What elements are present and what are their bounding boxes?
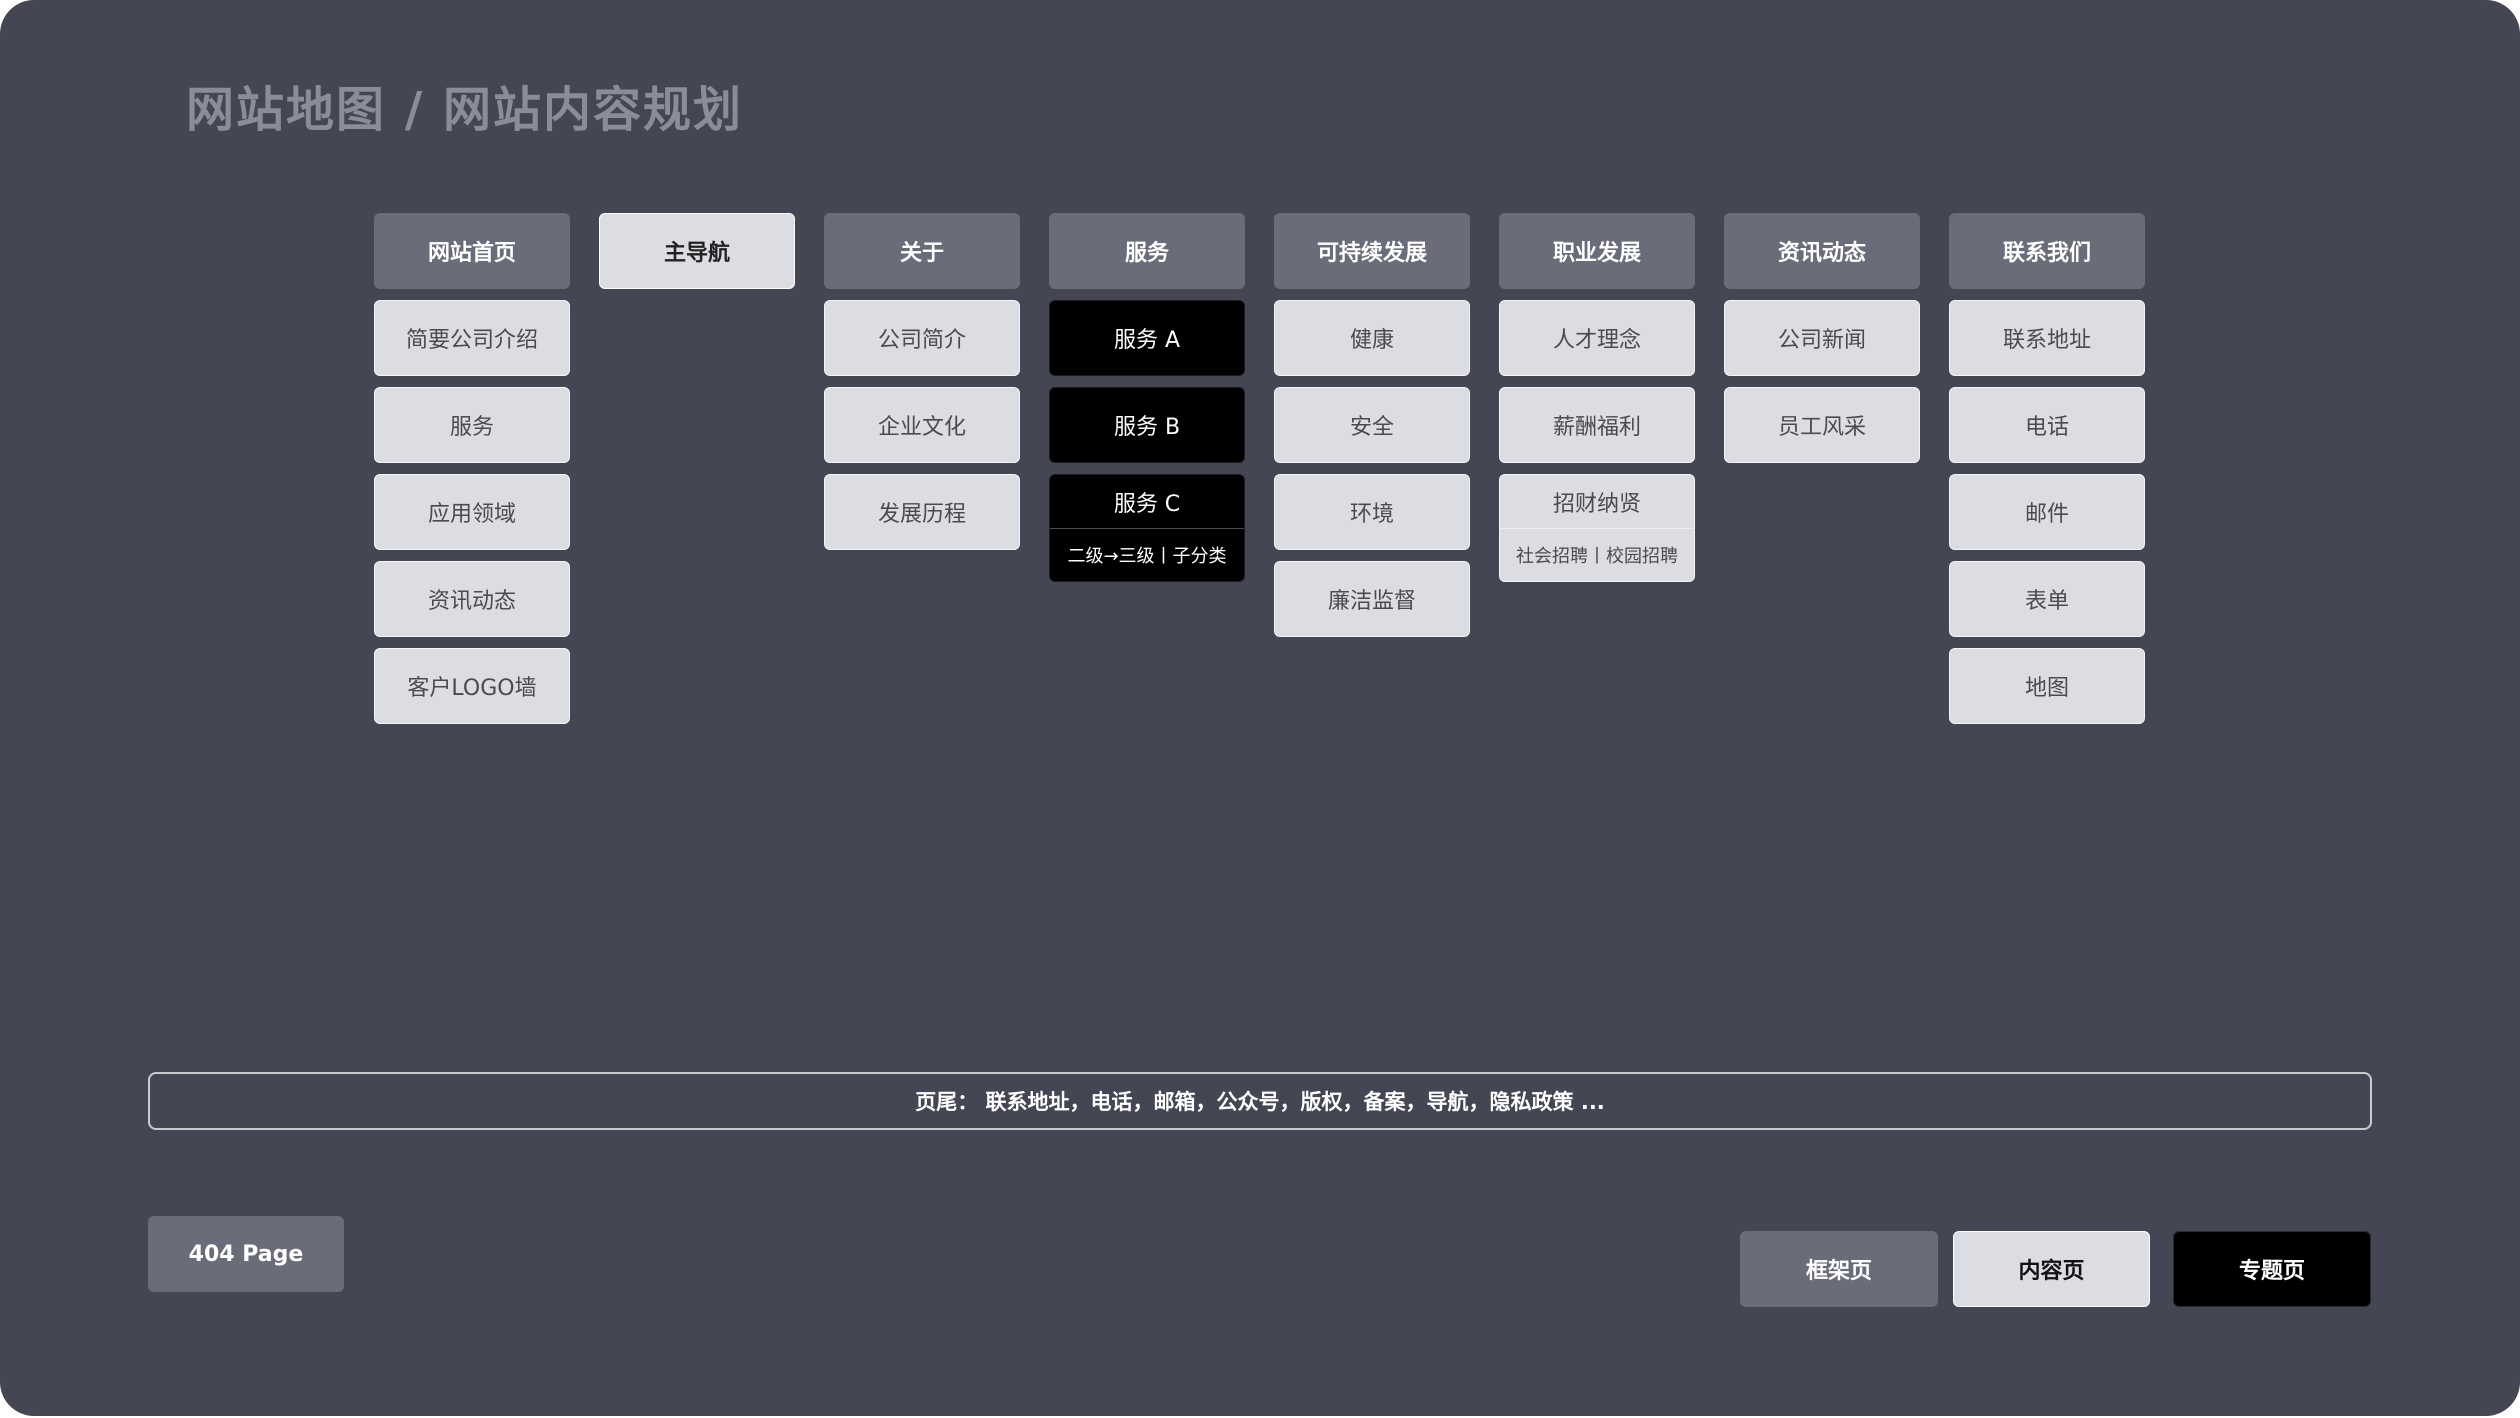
node-sustain-health[interactable]: 健康 — [1274, 300, 1470, 376]
node-about-profile[interactable]: 公司简介 — [824, 300, 1020, 376]
node-service-c[interactable]: 服务 C 二级→三级丨子分类 — [1049, 474, 1245, 582]
node-news-staff[interactable]: 员工风采 — [1724, 387, 1920, 463]
node-contact[interactable]: 联系我们 — [1949, 213, 2145, 289]
node-about-culture[interactable]: 企业文化 — [824, 387, 1020, 463]
node-home-logo-wall[interactable]: 客户LOGO墙 — [374, 648, 570, 724]
node-sustain-safety[interactable]: 安全 — [1274, 387, 1470, 463]
node-home-intro[interactable]: 简要公司介绍 — [374, 300, 570, 376]
footer-description: 页尾： 联系地址，电话，邮箱，公众号，版权，备案，导航，隐私政策 ... — [148, 1072, 2372, 1130]
node-home-applications[interactable]: 应用领域 — [374, 474, 570, 550]
node-home-services[interactable]: 服务 — [374, 387, 570, 463]
node-contact-map[interactable]: 地图 — [1949, 648, 2145, 724]
node-careers[interactable]: 职业发展 — [1499, 213, 1695, 289]
node-sustain-environment[interactable]: 环境 — [1274, 474, 1470, 550]
node-news[interactable]: 资讯动态 — [1724, 213, 1920, 289]
legend-content-page[interactable]: 内容页 — [1953, 1231, 2150, 1307]
node-news-company[interactable]: 公司新闻 — [1724, 300, 1920, 376]
node-about-history[interactable]: 发展历程 — [824, 474, 1020, 550]
node-sustainability[interactable]: 可持续发展 — [1274, 213, 1470, 289]
node-career-benefits[interactable]: 薪酬福利 — [1499, 387, 1695, 463]
node-services[interactable]: 服务 — [1049, 213, 1245, 289]
node-homepage[interactable]: 网站首页 — [374, 213, 570, 289]
node-career-philosophy[interactable]: 人才理念 — [1499, 300, 1695, 376]
node-recruitment-types: 社会招聘丨校园招聘 — [1500, 528, 1694, 581]
node-home-news[interactable]: 资讯动态 — [374, 561, 570, 637]
node-contact-address[interactable]: 联系地址 — [1949, 300, 2145, 376]
node-service-c-label: 服务 C — [1113, 491, 1181, 517]
page-title: 网站地图 / 网站内容规划 — [186, 82, 743, 138]
node-contact-phone[interactable]: 电话 — [1949, 387, 2145, 463]
page-404-node[interactable]: 404 Page — [148, 1216, 344, 1292]
node-contact-email[interactable]: 邮件 — [1949, 474, 2145, 550]
node-service-c-subcategory: 二级→三级丨子分类 — [1050, 528, 1244, 581]
node-main-nav[interactable]: 主导航 — [599, 213, 795, 289]
node-recruitment-label: 招财纳贤 — [1552, 491, 1641, 517]
node-service-b[interactable]: 服务 B — [1049, 387, 1245, 463]
node-service-a[interactable]: 服务 A — [1049, 300, 1245, 376]
node-career-recruitment[interactable]: 招财纳贤 社会招聘丨校园招聘 — [1499, 474, 1695, 582]
legend-special-page[interactable]: 专题页 — [2173, 1231, 2371, 1307]
node-contact-form[interactable]: 表单 — [1949, 561, 2145, 637]
node-sustain-integrity[interactable]: 廉洁监督 — [1274, 561, 1470, 637]
node-about[interactable]: 关于 — [824, 213, 1020, 289]
legend-frame-page[interactable]: 框架页 — [1740, 1231, 1938, 1307]
